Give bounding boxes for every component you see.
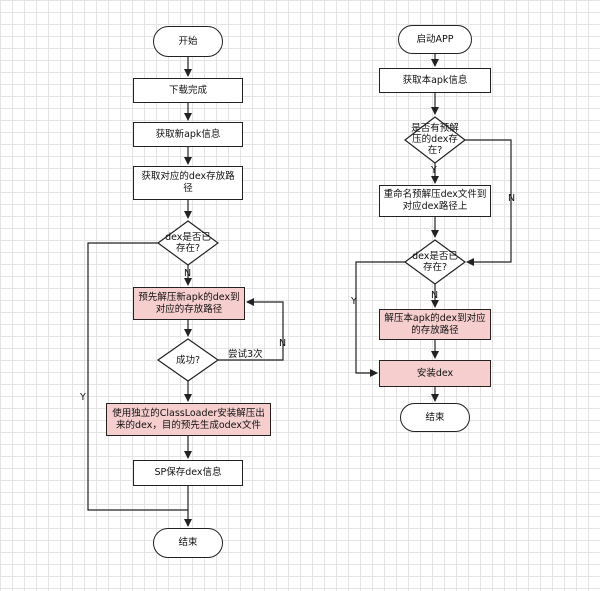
end-node-left: 结束	[153, 528, 223, 558]
dex-exists-left-label: dex是否已存在?	[165, 232, 211, 254]
end-left-label: 结束	[178, 537, 198, 548]
edge-haspre-no	[465, 139, 512, 266]
get-dex-path-label: 获取对应的dex存放路径	[141, 171, 235, 194]
decompress-node: 解压本apk的dex到对应的存放路径	[379, 309, 491, 340]
get-new-apk-label: 获取新apk信息	[155, 128, 221, 140]
launch-app-label: 启动APP	[416, 33, 454, 45]
rename-label: 重命名预解压dex文件到对应dex路径上	[383, 189, 487, 212]
label-n-side-right: N	[508, 193, 516, 204]
classloader-install-node: 使用独立的ClassLoader安装解压出来的dex，目的预先生成odex文件	[106, 403, 271, 436]
dex-exists-right-label: dex是否已存在?	[412, 251, 458, 273]
label-y-left: Y	[80, 392, 86, 403]
classloader-install-label: 使用独立的ClassLoader安装解压出来的dex，目的预先生成odex文件	[112, 407, 265, 431]
start-node: 开始	[153, 26, 223, 57]
pre-decompress-node: 预先解压新apk的dex到对应的存放路径	[133, 287, 245, 320]
retry-label: 尝试3次	[228, 349, 263, 360]
sp-save-node: SP保存dex信息	[133, 460, 243, 486]
decompress-label: 解压本apk的dex到对应的存放路径	[384, 312, 486, 336]
has-pre-label: 是否有预解压的dex存在?	[411, 122, 459, 156]
edge-exists-yes	[355, 261, 405, 377]
end-node-right: 结束	[400, 403, 470, 432]
launch-app-node: 启动APP	[398, 25, 472, 54]
install-dex-node: 安装dex	[379, 360, 491, 387]
get-dex-path-node: 获取对应的dex存放路径	[133, 166, 243, 200]
install-dex-label: 安装dex	[416, 367, 454, 379]
label-n-mid-right: N	[431, 290, 439, 301]
edge-yes-bypass	[87, 242, 188, 511]
get-new-apk-node: 获取新apk信息	[133, 122, 243, 147]
success-label: 成功?	[175, 354, 201, 366]
get-local-apk-node: 获取本apk信息	[379, 68, 491, 93]
label-n-top-left: N	[184, 268, 192, 279]
label-n-retry: N	[279, 338, 287, 349]
end-right-label: 结束	[425, 411, 445, 423]
sp-save-label: SP保存dex信息	[154, 467, 222, 478]
label-y-top-right: Y	[431, 165, 437, 176]
edge-retry-loop	[218, 298, 284, 361]
get-local-apk-label: 获取本apk信息	[402, 74, 468, 86]
rename-node: 重命名预解压dex文件到对应dex路径上	[379, 185, 491, 217]
download-complete-label: 下载完成	[168, 84, 207, 96]
label-y-side-right: Y	[351, 296, 357, 307]
start-label: 开始	[178, 35, 198, 47]
pre-decompress-label: 预先解压新apk的dex到对应的存放路径	[138, 291, 240, 315]
download-complete-node: 下载完成	[133, 78, 243, 103]
